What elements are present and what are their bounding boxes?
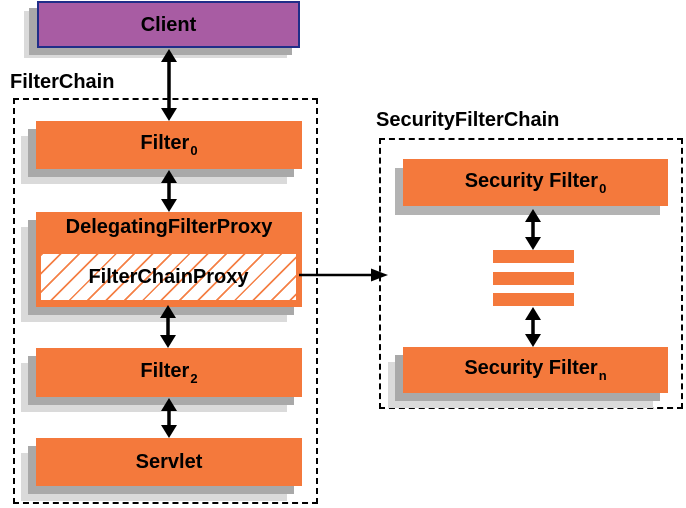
filter0-box: Filter0 <box>36 121 302 169</box>
security-filtern-box: Security Filtern <box>403 347 668 393</box>
bidirectional-arrow-ellipsis-secfiltern <box>521 307 545 347</box>
client-label: Client <box>140 13 197 36</box>
filter-ellipsis-bar-2 <box>493 272 574 285</box>
filter-ellipsis-bar-1 <box>493 250 574 263</box>
client-box: Client <box>37 1 300 48</box>
filter0-label: Filter0 <box>140 132 198 158</box>
bidirectional-arrow-filter0-delegating <box>157 170 181 212</box>
bidirectional-arrow-secfilter0-ellipsis <box>521 209 545 250</box>
security-filtern-label: Security Filtern <box>464 357 607 383</box>
security-filter0-label: Security Filter0 <box>464 169 607 196</box>
filter-ellipsis-bar-3 <box>493 293 574 306</box>
filter2-subscript: 2 <box>190 370 198 386</box>
filter0-subscript: 0 <box>190 143 198 158</box>
securityfilterchain-title: SecurityFilterChain <box>376 109 560 131</box>
filterchain-group-border <box>13 98 318 504</box>
delegatingfilterproxy-label: DelegatingFilterProxy <box>65 216 273 238</box>
filterchainproxy-label: FilterChainProxy <box>88 266 249 288</box>
bidirectional-arrow-filter2-servlet <box>157 398 181 438</box>
delegatingfilterproxy-box: DelegatingFilterProxy FilterChainProxy <box>36 212 302 307</box>
filter2-label: Filter2 <box>140 359 198 386</box>
filterchain-title: FilterChain <box>10 71 115 93</box>
filterchainproxy-box: FilterChainProxy <box>39 252 298 302</box>
delegation-arrow-proxy-to-securitychain <box>299 267 388 283</box>
security-filter0-box: Security Filter0 <box>403 159 668 206</box>
bidirectional-arrow-proxy-filter2 <box>156 305 180 348</box>
security-filter0-subscript: 0 <box>599 180 607 196</box>
bidirectional-arrow-client-filter0 <box>157 49 181 121</box>
filter2-box: Filter2 <box>36 348 302 397</box>
servlet-label: Servlet <box>135 451 203 473</box>
servlet-box: Servlet <box>36 438 302 486</box>
security-filtern-subscript: n <box>598 368 607 383</box>
